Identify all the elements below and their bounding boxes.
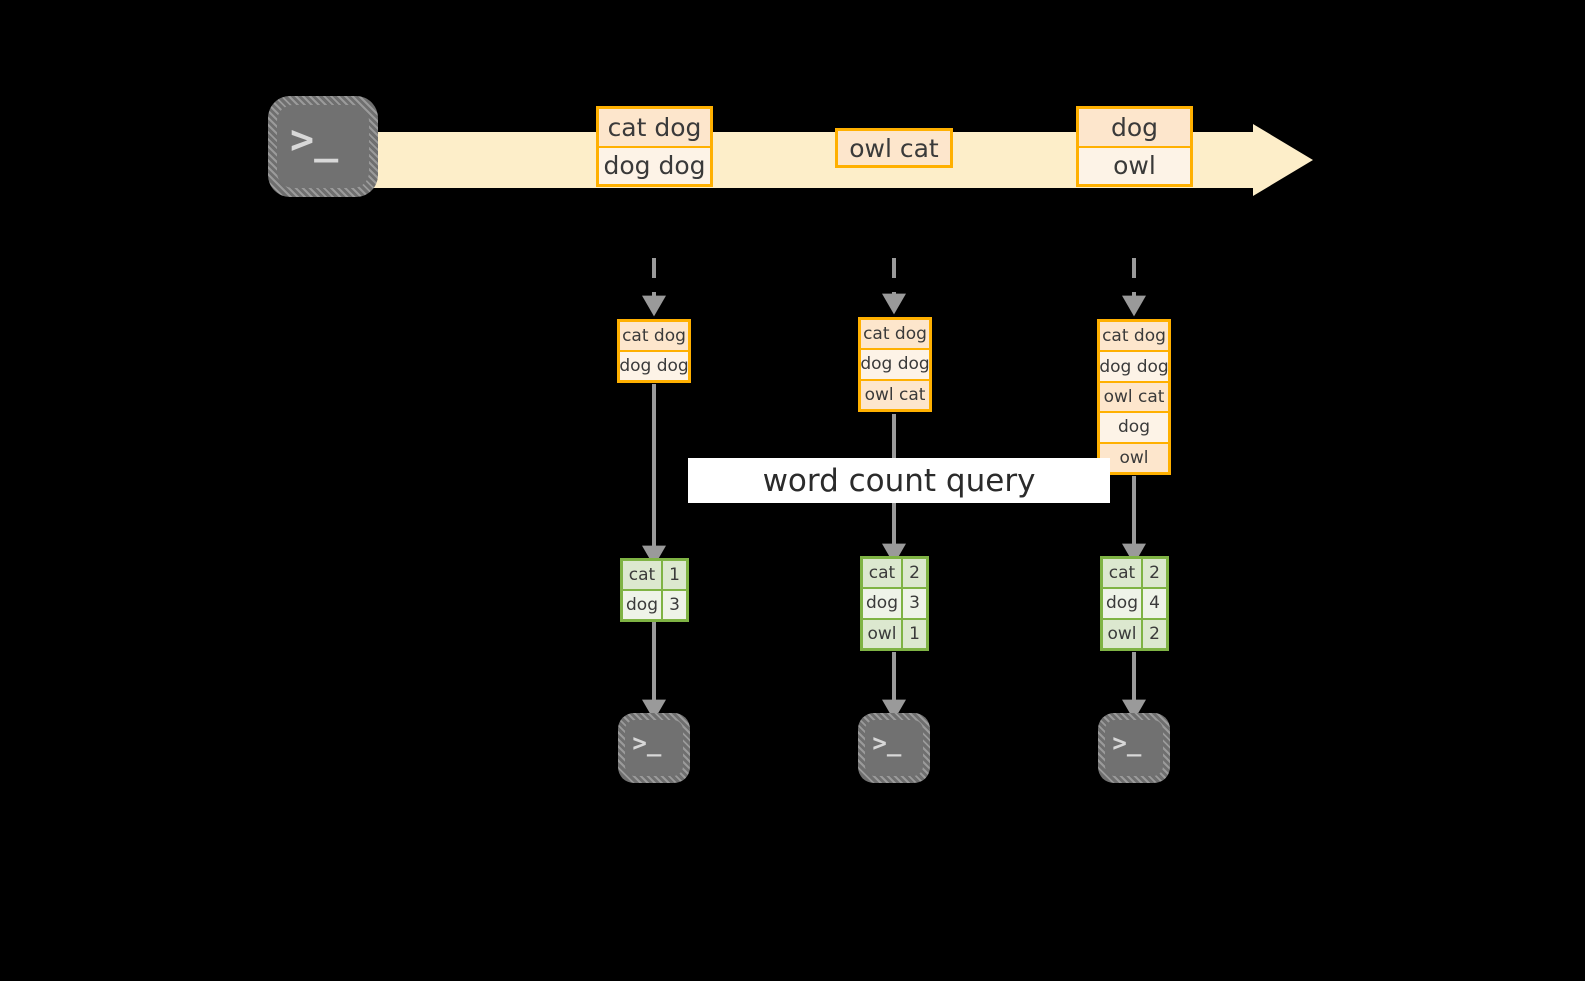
result-word-cell: cat [1103, 559, 1143, 588]
result-table-row: owl 2 [1103, 619, 1166, 648]
result-count-cell: 1 [903, 619, 926, 648]
result-count-cell: 3 [663, 591, 686, 619]
stream-batch-line: owl [1079, 147, 1190, 184]
sink-terminal-icon-3: >_ [1098, 713, 1170, 783]
result-count-cell: 2 [1143, 559, 1166, 588]
result-table-trigger-3: cat 2 dog 4 owl 2 [1100, 556, 1169, 651]
input-table-row: dog [1100, 413, 1168, 444]
result-word-cell: dog [623, 591, 663, 619]
input-table-row: owl cat [1100, 382, 1168, 414]
input-table-row: dog dog [1099, 352, 1169, 383]
sink-terminal-icon-1: >_ [618, 713, 690, 783]
input-table-row: cat dog [620, 322, 688, 352]
result-word-cell: dog [863, 589, 903, 618]
input-table-row: dog dog [860, 350, 930, 381]
result-count-cell: 4 [1143, 589, 1166, 618]
sink-terminal-icon-2: >_ [858, 713, 930, 783]
result-count-cell: 1 [663, 561, 686, 589]
terminal-screen [277, 105, 369, 188]
input-table-row: owl cat [861, 380, 929, 409]
source-terminal-icon: >_ [268, 96, 378, 197]
result-table-trigger-1: cat 1 dog 3 [620, 558, 689, 622]
input-table-trigger-3: cat dog dog dog owl cat dog owl [1097, 319, 1171, 475]
terminal-prompt-glyph: >_ [1112, 729, 1142, 758]
stream-batch-line: owl cat [838, 131, 950, 165]
input-table-row: dog dog [619, 352, 689, 380]
stream-batch-1: cat dog dog dog [596, 106, 713, 187]
input-table-trigger-2: cat dog dog dog owl cat [858, 317, 932, 412]
result-word-cell: dog [1103, 589, 1143, 618]
result-count-cell: 2 [903, 559, 926, 588]
terminal-prompt-glyph: >_ [290, 117, 339, 164]
result-count-cell: 3 [903, 589, 926, 618]
result-table-row: dog 4 [1103, 589, 1166, 620]
terminal-screen [865, 720, 923, 776]
result-word-cell: cat [863, 559, 903, 588]
result-table-row: owl 1 [863, 619, 926, 648]
input-table-row: cat dog [861, 320, 929, 351]
input-table-trigger-1: cat dog dog dog [617, 319, 691, 383]
result-word-cell: cat [623, 561, 663, 589]
input-table-row: cat dog [1100, 322, 1168, 353]
stream-batch-line: dog dog [599, 147, 710, 184]
result-word-cell: owl [863, 619, 903, 648]
terminal-prompt-glyph: >_ [632, 729, 662, 758]
result-count-cell: 2 [1143, 619, 1166, 648]
stream-batch-line: cat dog [599, 109, 710, 148]
terminal-screen [625, 720, 683, 776]
input-table-row: owl [1100, 443, 1168, 473]
result-table-row: cat 1 [623, 561, 686, 591]
result-table-row: dog 3 [623, 591, 686, 619]
terminal-screen [1105, 720, 1163, 776]
stream-batch-2: owl cat [835, 128, 953, 168]
query-label-text: word count query [762, 462, 1036, 499]
result-table-trigger-2: cat 2 dog 3 owl 1 [860, 556, 929, 651]
result-table-row: cat 2 [1103, 559, 1166, 590]
query-label-band: word count query [688, 458, 1110, 503]
result-table-row: cat 2 [863, 559, 926, 590]
terminal-prompt-glyph: >_ [872, 729, 902, 758]
result-table-row: dog 3 [863, 589, 926, 620]
result-word-cell: owl [1103, 619, 1143, 648]
stream-batch-line: dog [1079, 109, 1190, 148]
stream-batch-3: dog owl [1076, 106, 1193, 187]
